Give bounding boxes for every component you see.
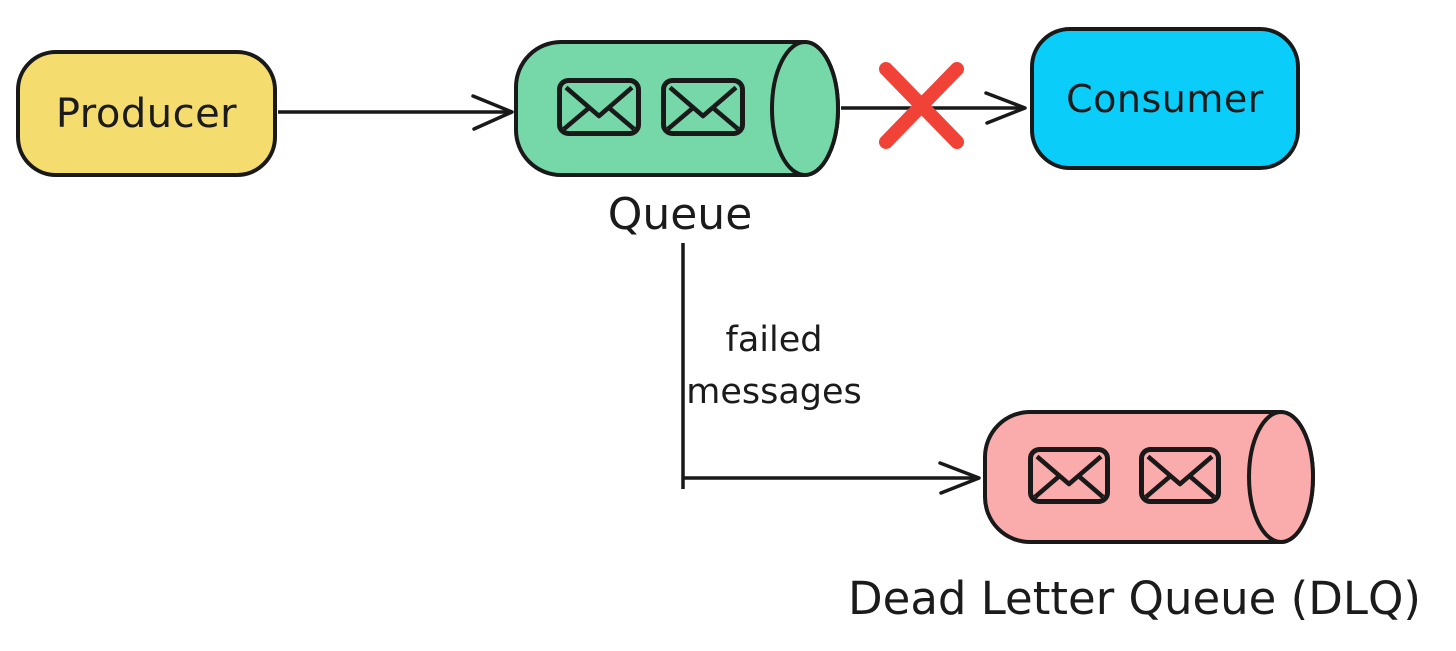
consumer-label: Consumer (1066, 76, 1264, 121)
envelope-icon (661, 78, 745, 136)
failure-x-icon (879, 62, 964, 149)
queue-label: Queue (607, 189, 753, 240)
arrow-queue-to-dlq (681, 243, 981, 495)
queue-cylinder-rim (770, 40, 840, 177)
dlq-label: Dead Letter Queue (DLQ) (848, 572, 1421, 625)
consumer-node: Consumer (1030, 27, 1300, 170)
arrow-producer-to-queue (278, 94, 514, 131)
failed-messages-line2: messages (686, 372, 862, 412)
producer-label: Producer (55, 90, 238, 137)
queue-cylinder (514, 40, 840, 177)
arrow-queue-to-consumer (841, 62, 1027, 149)
envelope-icon (557, 78, 641, 136)
failed-messages-label: failed messages (654, 314, 894, 418)
envelope-icon (1139, 447, 1221, 504)
failed-messages-line1: failed (725, 320, 823, 360)
producer-node: Producer (16, 50, 277, 177)
envelope-icon (1028, 447, 1110, 504)
dlq-cylinder-rim (1247, 410, 1315, 544)
dlq-cylinder (983, 410, 1315, 544)
